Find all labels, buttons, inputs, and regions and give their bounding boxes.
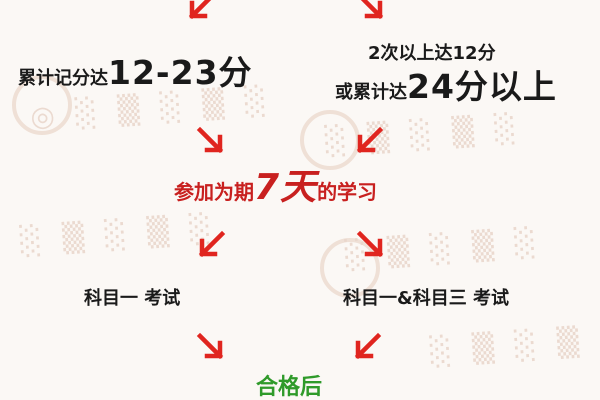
study-days: 7天 xyxy=(254,167,318,208)
arrow-down-left-icon xyxy=(186,0,216,22)
study-prefix: 参加为期 xyxy=(174,180,254,204)
arrow-down-right-icon xyxy=(356,230,386,260)
arrow-down-right-icon xyxy=(196,332,226,362)
arrow-down-right-icon xyxy=(356,0,386,22)
left-condition-value: 12-23分 xyxy=(108,53,253,92)
left-condition-prefix: 累计记分达 xyxy=(18,68,108,89)
watermark-seal: ░ ▒ ░ ▒ ░ xyxy=(19,211,219,258)
result-text: 合格后 xyxy=(256,375,323,400)
watermark-circle-mark xyxy=(320,238,380,298)
arrow-down-left-icon xyxy=(354,126,384,156)
right-condition-line2: 或累计达24分以上 xyxy=(335,70,557,103)
study-suffix: 的学习 xyxy=(317,180,378,204)
watermark-seal: ░ ▒ ░ ▒ xyxy=(429,324,586,369)
right-condition-line2-prefix: 或累计达 xyxy=(335,82,407,103)
right-condition-line2-value: 24分以上 xyxy=(407,67,557,106)
arrow-down-left-icon xyxy=(352,332,382,362)
left-exam-text: 科目一 考试 xyxy=(84,288,181,309)
arrow-down-left-icon xyxy=(196,230,226,260)
arrow-down-right-icon xyxy=(196,126,226,156)
watermark-circle-mark xyxy=(12,75,72,135)
right-exam-text: 科目一&科目三 考试 xyxy=(343,288,509,309)
left-condition-text: 累计记分达12-23分 xyxy=(18,56,253,89)
study-step-text: 参加为期7天的学习 xyxy=(174,170,377,206)
right-condition-line1: 2次以上达12分 xyxy=(368,43,496,64)
